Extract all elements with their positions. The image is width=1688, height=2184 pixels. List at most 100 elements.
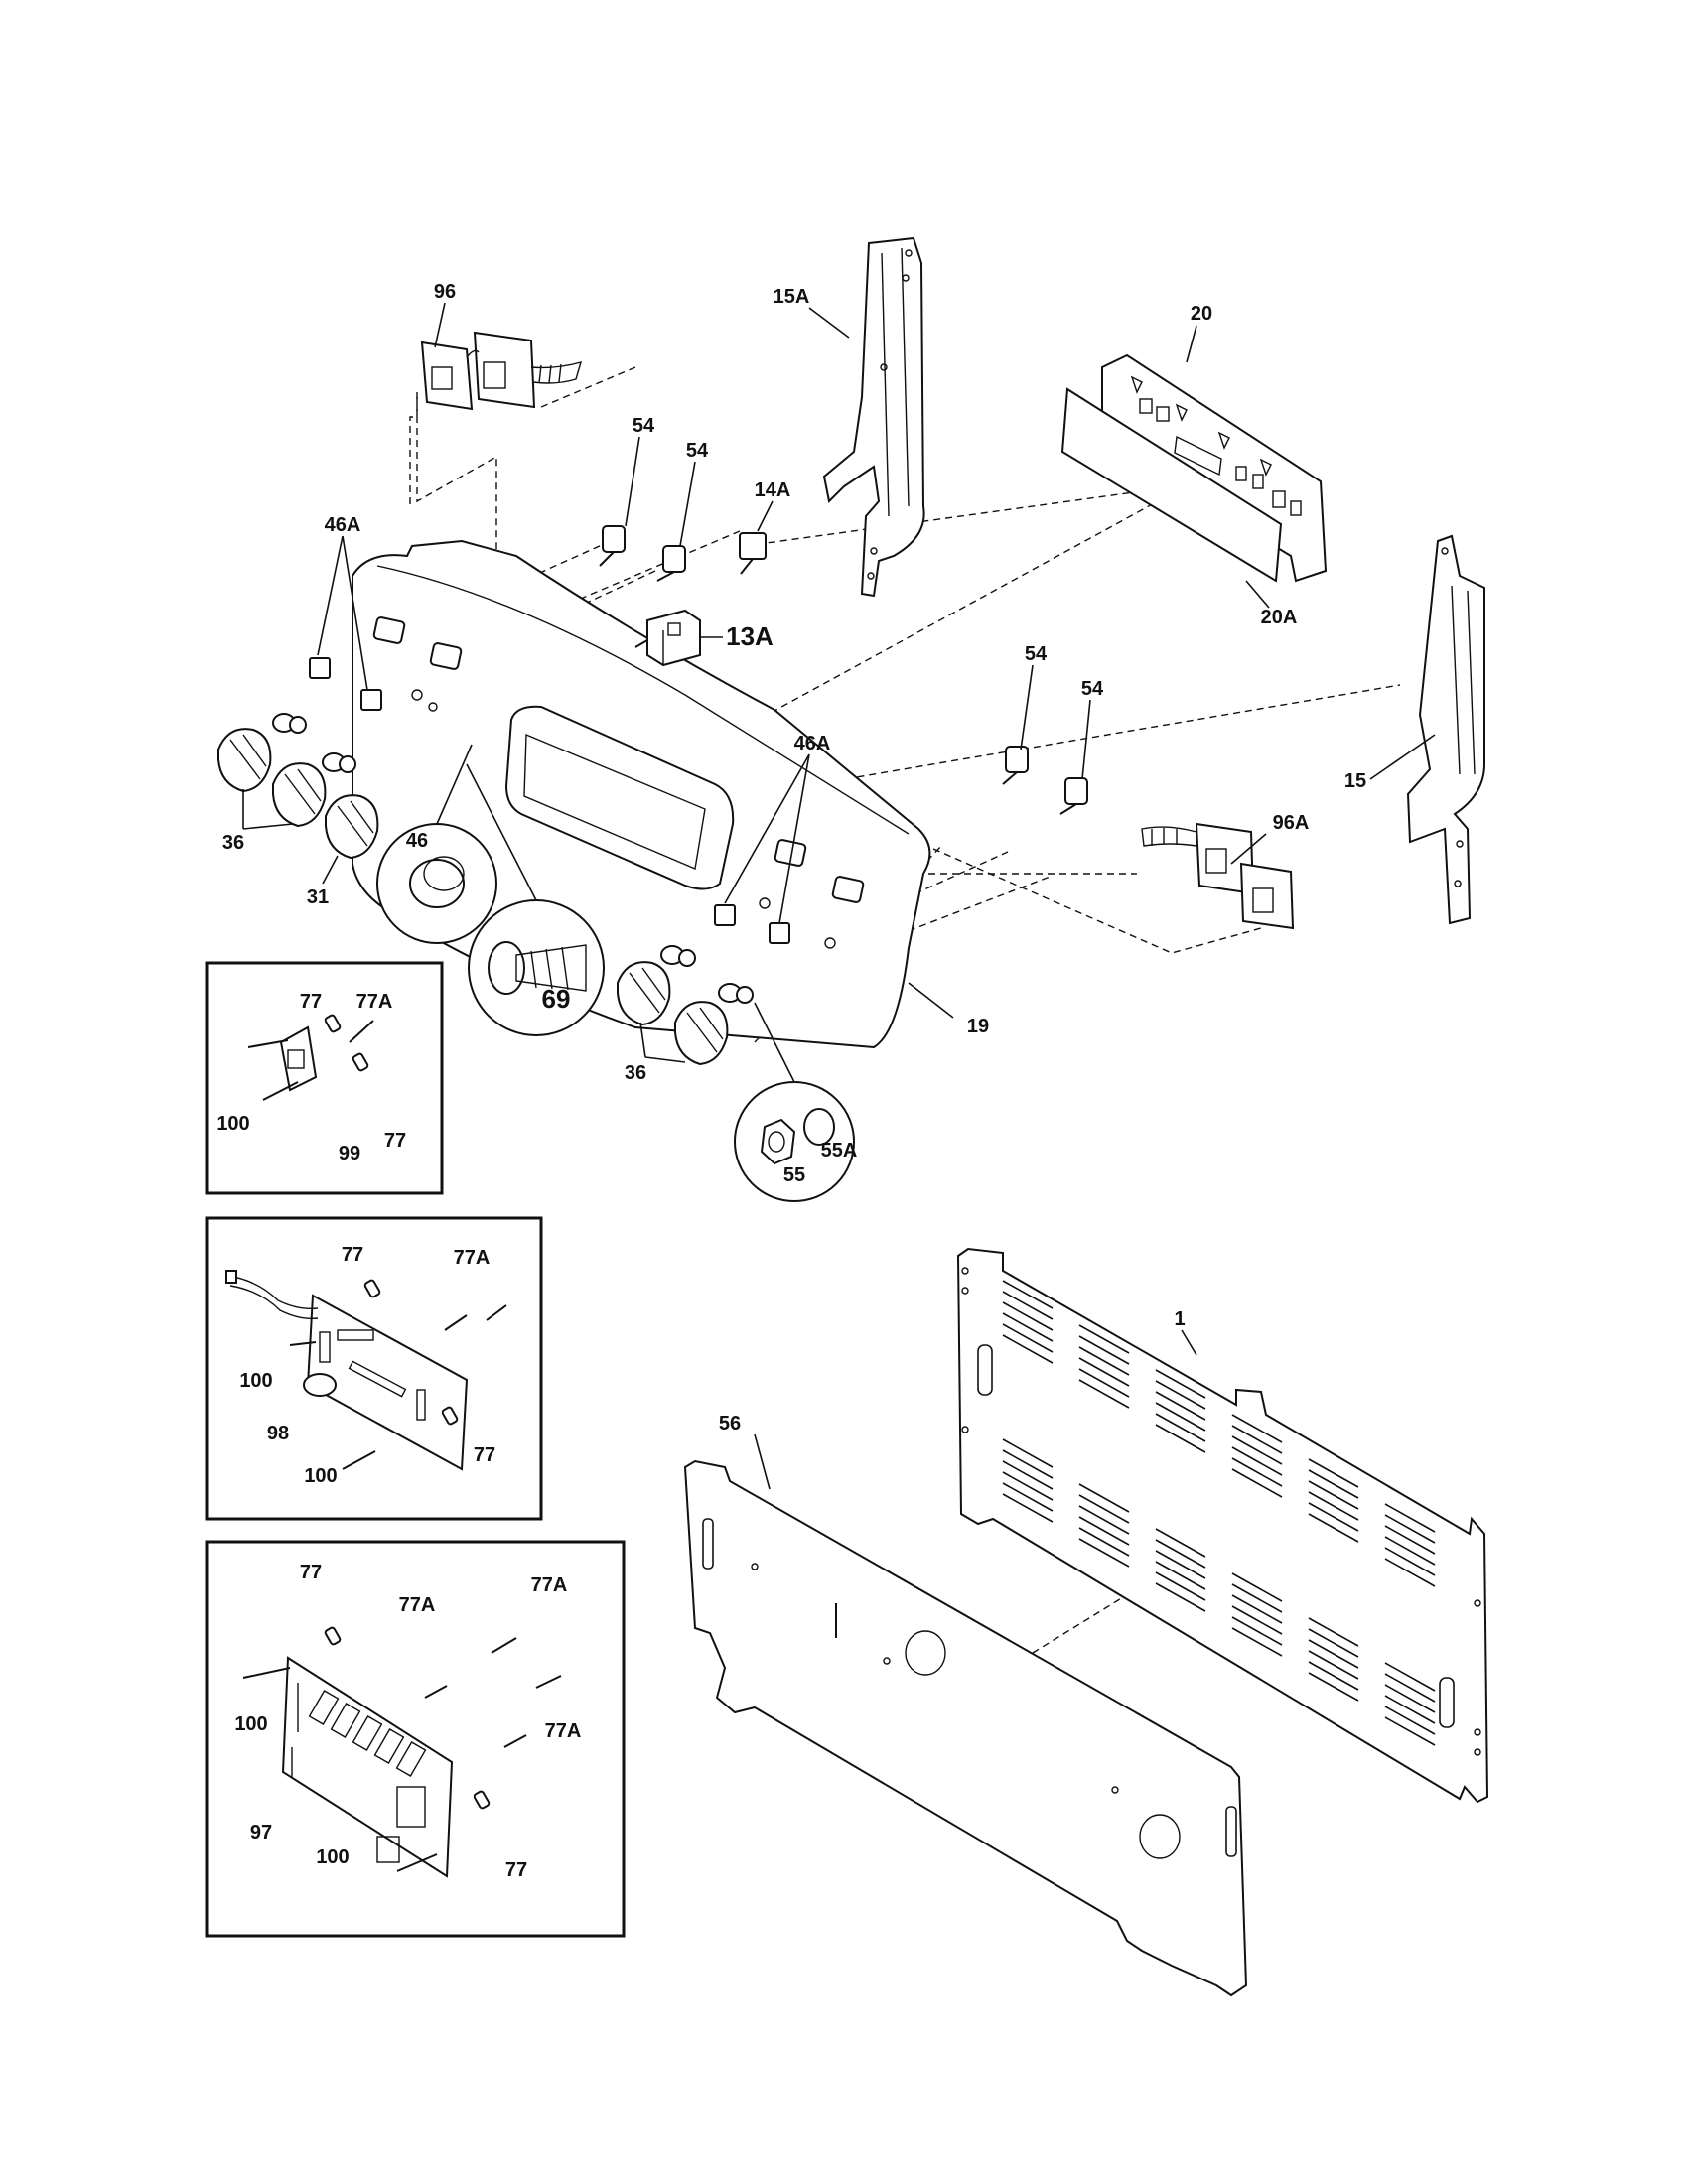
panel-56 bbox=[683, 1459, 1248, 1997]
louver-slot bbox=[1384, 1514, 1436, 1544]
louver-slot bbox=[1155, 1402, 1206, 1432]
louver-slot bbox=[1308, 1661, 1359, 1691]
louver-slot bbox=[1231, 1468, 1283, 1498]
louver-slot bbox=[1384, 1503, 1436, 1533]
louver-slot bbox=[1078, 1516, 1130, 1546]
louver-slot bbox=[1231, 1583, 1283, 1613]
callout-14A: 14A bbox=[755, 479, 791, 501]
louver-slot bbox=[1231, 1616, 1283, 1646]
callout-19: 19 bbox=[967, 1016, 989, 1037]
louver-slot bbox=[1078, 1505, 1130, 1535]
louver-slot bbox=[1155, 1424, 1206, 1453]
louver-slot bbox=[1002, 1438, 1054, 1468]
callout-box1-99: 99 bbox=[339, 1143, 360, 1164]
louver-slot bbox=[1002, 1312, 1054, 1342]
louver-slot bbox=[1155, 1380, 1206, 1410]
louver-slot bbox=[1078, 1346, 1130, 1376]
louver-slot bbox=[1308, 1513, 1359, 1543]
louver-slot bbox=[1308, 1672, 1359, 1702]
callout-box1-77-a: 77 bbox=[300, 991, 322, 1013]
louver-slot bbox=[1078, 1324, 1130, 1354]
louver-slot bbox=[1308, 1458, 1359, 1488]
louver-slot bbox=[1231, 1605, 1283, 1635]
louver-slot bbox=[1384, 1536, 1436, 1566]
louver-slot bbox=[1002, 1493, 1054, 1523]
louver-slot bbox=[1308, 1491, 1359, 1521]
louver-slot bbox=[1308, 1480, 1359, 1510]
knob-36-b bbox=[272, 762, 327, 828]
callout-box2-77-a: 77 bbox=[342, 1244, 363, 1266]
louver-slot bbox=[1308, 1639, 1359, 1669]
callout-54-a: 54 bbox=[633, 415, 655, 437]
callout-31: 31 bbox=[307, 887, 329, 908]
louver-slot bbox=[1078, 1494, 1130, 1524]
callout-56: 56 bbox=[719, 1413, 741, 1434]
louver-slot bbox=[1002, 1449, 1054, 1479]
bracket-15 bbox=[1406, 534, 1485, 925]
switch-14A bbox=[739, 532, 767, 575]
selector-13A bbox=[634, 609, 701, 667]
louver-slot bbox=[1078, 1379, 1130, 1409]
louver-slot bbox=[1155, 1550, 1206, 1579]
knob-31 bbox=[325, 794, 379, 860]
callout-13A: 13A bbox=[726, 621, 774, 651]
knob-36-c bbox=[617, 961, 671, 1026]
louver-slot bbox=[1231, 1594, 1283, 1624]
detail-55 bbox=[734, 1002, 855, 1202]
callout-box2-98: 98 bbox=[267, 1423, 289, 1444]
knob-36-a bbox=[217, 728, 272, 793]
louver-slot bbox=[1231, 1457, 1283, 1487]
louver-slot bbox=[1384, 1695, 1436, 1724]
callout-55: 55 bbox=[783, 1164, 805, 1186]
callout-box3-100-a: 100 bbox=[234, 1713, 267, 1735]
louver-slot bbox=[1384, 1706, 1436, 1735]
callout-54-b: 54 bbox=[686, 440, 709, 462]
louver-slot bbox=[1155, 1582, 1206, 1612]
louver-slot bbox=[1002, 1460, 1054, 1490]
callout-box2-77A: 77A bbox=[454, 1247, 491, 1269]
callout-36-a: 36 bbox=[222, 832, 244, 854]
louver-slot bbox=[1231, 1425, 1283, 1454]
callout-box2-100-a: 100 bbox=[239, 1370, 272, 1392]
knobs bbox=[217, 713, 754, 1066]
detail-69 bbox=[466, 763, 605, 1036]
callout-46A-right: 46A bbox=[794, 733, 831, 754]
callout-box2-77-b: 77 bbox=[474, 1444, 495, 1466]
detail-46 bbox=[376, 744, 497, 944]
callout-54-c: 54 bbox=[1025, 643, 1048, 665]
callout-55A: 55A bbox=[821, 1140, 858, 1161]
louver-slot bbox=[1384, 1558, 1436, 1587]
louver-slot bbox=[1002, 1471, 1054, 1501]
louver-slot bbox=[1384, 1662, 1436, 1692]
louver-slot bbox=[1078, 1538, 1130, 1568]
louver-slot bbox=[1002, 1334, 1054, 1364]
bracket-15A bbox=[822, 236, 925, 598]
louver-slot bbox=[1308, 1469, 1359, 1499]
louver-slot bbox=[1308, 1502, 1359, 1532]
louver-slot bbox=[1155, 1539, 1206, 1569]
callout-46A-left: 46A bbox=[325, 514, 361, 536]
inset-box-1 bbox=[205, 961, 444, 1195]
louver-slot bbox=[1308, 1628, 1359, 1658]
knob-36-d bbox=[674, 1001, 729, 1066]
callout-box1-77-b: 77 bbox=[384, 1130, 406, 1152]
louver-slot bbox=[1231, 1414, 1283, 1443]
callout-15: 15 bbox=[1344, 770, 1366, 792]
callout-36-b: 36 bbox=[625, 1062, 646, 1084]
callout-box2-100-b: 100 bbox=[304, 1465, 337, 1487]
louver-slot bbox=[1384, 1525, 1436, 1555]
louver-slot bbox=[1155, 1561, 1206, 1590]
louver-slot bbox=[1384, 1684, 1436, 1713]
inset-box-2 bbox=[205, 1216, 543, 1521]
callout-box3-77-a: 77 bbox=[300, 1562, 322, 1583]
louver-slot bbox=[1155, 1528, 1206, 1558]
louver-slot bbox=[1384, 1547, 1436, 1576]
infinite-switches-54 bbox=[599, 525, 1088, 815]
leader-lines bbox=[242, 302, 1436, 1490]
callout-15A: 15A bbox=[774, 286, 810, 308]
callout-20: 20 bbox=[1191, 303, 1212, 325]
louver-slot bbox=[1155, 1571, 1206, 1601]
inset-box-3 bbox=[205, 1540, 626, 1938]
